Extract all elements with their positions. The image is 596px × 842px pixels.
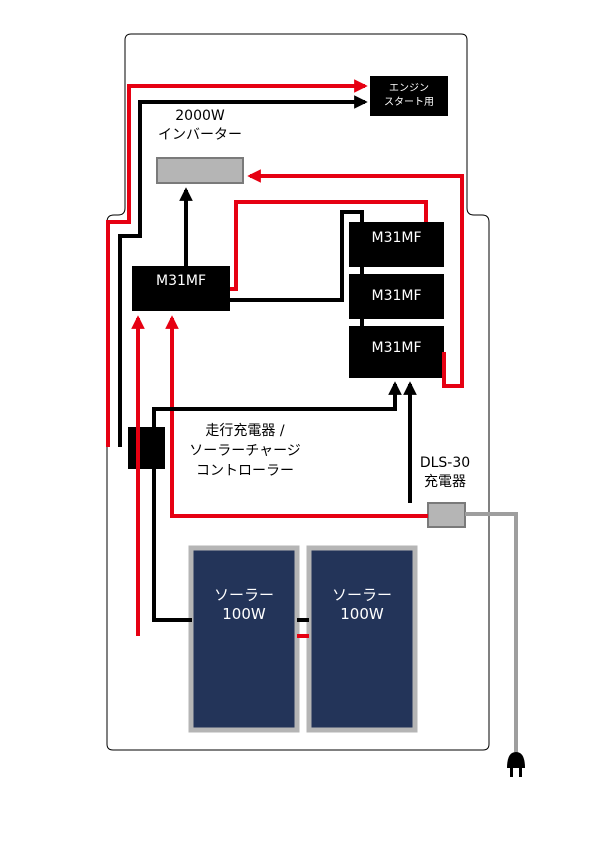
inverter-label: 2000W インバーター (140, 107, 260, 145)
solar-panel-1 (188, 545, 300, 733)
battery-2-box (349, 274, 444, 319)
power-plug-icon (507, 752, 525, 777)
solar-2-line2: 100W (340, 605, 384, 623)
engine-start-line1: エンジン (389, 83, 429, 94)
red-wire-engine-start (106, 79, 368, 447)
controller-line3: コントローラー (196, 463, 294, 479)
black-wire-battery-to-battery (230, 210, 364, 302)
battery-1-box (349, 222, 444, 267)
black-wire-solar-to-controller (152, 469, 192, 622)
battery-main-box (132, 266, 230, 311)
charger-line1: DLS-30 (419, 455, 471, 471)
inverter-line1: 2000W (175, 108, 225, 124)
controller-line1: 走行充電器 / (205, 423, 285, 439)
engine-start-box (370, 76, 448, 116)
solar-2-label: ソーラー 100W (309, 586, 415, 624)
battery-3-label: M31MF (371, 340, 422, 356)
battery-2-label: M31MF (371, 288, 422, 304)
inverter-box (156, 157, 244, 184)
red-wire-battery-to-inverter (247, 169, 464, 388)
solar-2-line1: ソーラー (331, 586, 392, 604)
charger-box (427, 502, 466, 528)
controller-label: 走行充電器 / ソーラーチャージ コントローラー (170, 421, 320, 481)
red-wire-battery-to-battery (230, 200, 428, 291)
solar-1-line2: 100W (222, 605, 266, 623)
solar-panel-2 (306, 545, 418, 733)
red-wire-charger-to-battery (165, 315, 428, 518)
inverter-line2: インバーター (158, 127, 242, 143)
battery-1-label: M31MF (371, 230, 422, 246)
solar-1-label: ソーラー 100W (191, 586, 297, 624)
vehicle-outline (106, 33, 490, 751)
engine-start-label: エンジン スタート用 (370, 76, 448, 116)
engine-start-line2: スタート用 (384, 97, 434, 108)
ac-cable (465, 512, 518, 752)
controller-line2: ソーラーチャージ (189, 443, 301, 459)
controller-box (128, 427, 165, 469)
black-wire-controller-to-battery (152, 381, 402, 427)
battery-main-label: M31MF (155, 273, 207, 289)
charger-label: DLS-30 充電器 (410, 454, 480, 492)
solar-1-line1: ソーラー (213, 586, 274, 604)
black-wire-engine-start (118, 95, 368, 447)
charger-line2: 充電器 (424, 474, 466, 490)
battery-3-box (349, 326, 444, 378)
